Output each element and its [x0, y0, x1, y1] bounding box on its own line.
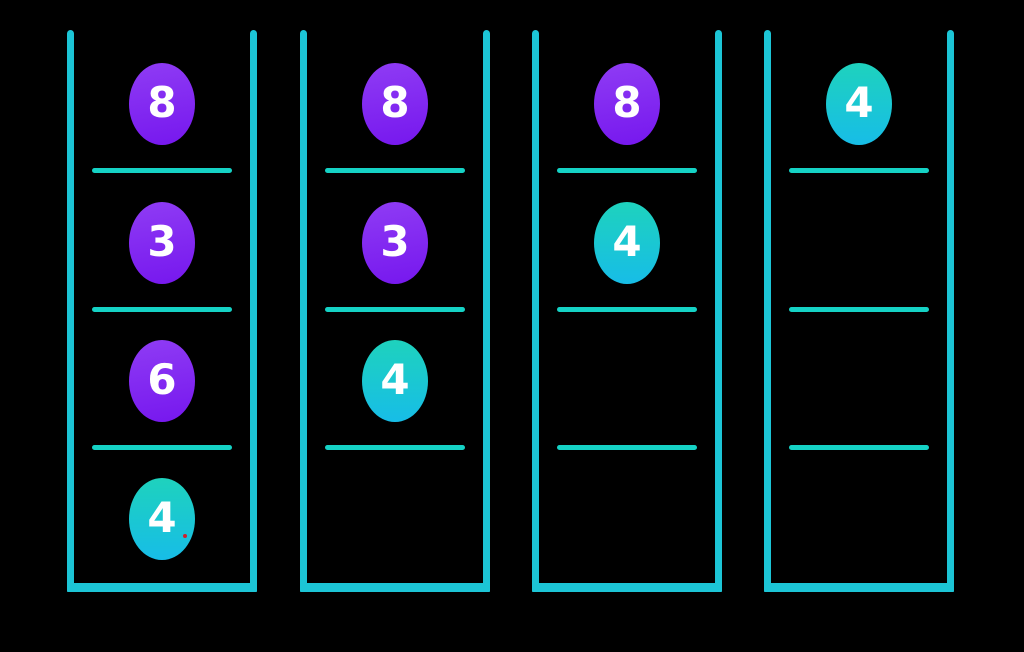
tube-3-right-wall [715, 30, 722, 592]
tube-1[interactable]: 8 3 6 4 [67, 30, 257, 592]
tube-4-base [764, 583, 954, 592]
ball-number: 4 [380, 355, 410, 404]
tube-1-right-wall [250, 30, 257, 592]
tube-2-base [300, 583, 490, 592]
tube-1-divider-2 [92, 307, 232, 312]
tube-3-slot-1-ball[interactable]: 8 [594, 63, 660, 145]
tube-4[interactable]: 4 [764, 30, 954, 592]
tube-2-right-wall [483, 30, 490, 592]
tube-2-divider-2 [325, 307, 465, 312]
tube-4-slot-1-ball[interactable]: 4 [826, 63, 892, 145]
tube-3-left-wall [532, 30, 539, 592]
ball-number: 8 [612, 78, 642, 127]
tube-2-slot-2-ball[interactable]: 3 [362, 202, 428, 284]
tube-3-slot-2-ball[interactable]: 4 [594, 202, 660, 284]
tube-3[interactable]: 8 4 [532, 30, 722, 592]
ball-number: 4 [612, 217, 642, 266]
tube-4-divider-3 [789, 445, 929, 450]
tube-3-divider-2 [557, 307, 697, 312]
tube-1-slot-4-ball[interactable]: 4 [129, 478, 195, 560]
tube-4-divider-2 [789, 307, 929, 312]
tube-3-divider-1 [557, 168, 697, 173]
tube-2-divider-1 [325, 168, 465, 173]
tube-1-base [67, 583, 257, 592]
ball-number: 6 [147, 355, 177, 404]
red-dot-artifact [183, 534, 187, 538]
tube-4-left-wall [764, 30, 771, 592]
ball-number: 8 [147, 78, 177, 127]
ball-number: 3 [380, 217, 410, 266]
tube-1-divider-1 [92, 168, 232, 173]
tube-2-left-wall [300, 30, 307, 592]
tube-4-divider-1 [789, 168, 929, 173]
tube-3-divider-3 [557, 445, 697, 450]
ball-number: 8 [380, 78, 410, 127]
tube-2-divider-3 [325, 445, 465, 450]
tube-2-slot-1-ball[interactable]: 8 [362, 63, 428, 145]
tube-4-right-wall [947, 30, 954, 592]
ball-number: 4 [147, 493, 177, 542]
tube-3-base [532, 583, 722, 592]
tube-2[interactable]: 8 3 4 [300, 30, 490, 592]
ball-number: 4 [844, 78, 874, 127]
ball-number: 3 [147, 217, 177, 266]
tube-1-slot-3-ball[interactable]: 6 [129, 340, 195, 422]
tube-1-divider-3 [92, 445, 232, 450]
tube-1-left-wall [67, 30, 74, 592]
tube-1-slot-1-ball[interactable]: 8 [129, 63, 195, 145]
tube-1-slot-2-ball[interactable]: 3 [129, 202, 195, 284]
tube-2-slot-3-ball[interactable]: 4 [362, 340, 428, 422]
